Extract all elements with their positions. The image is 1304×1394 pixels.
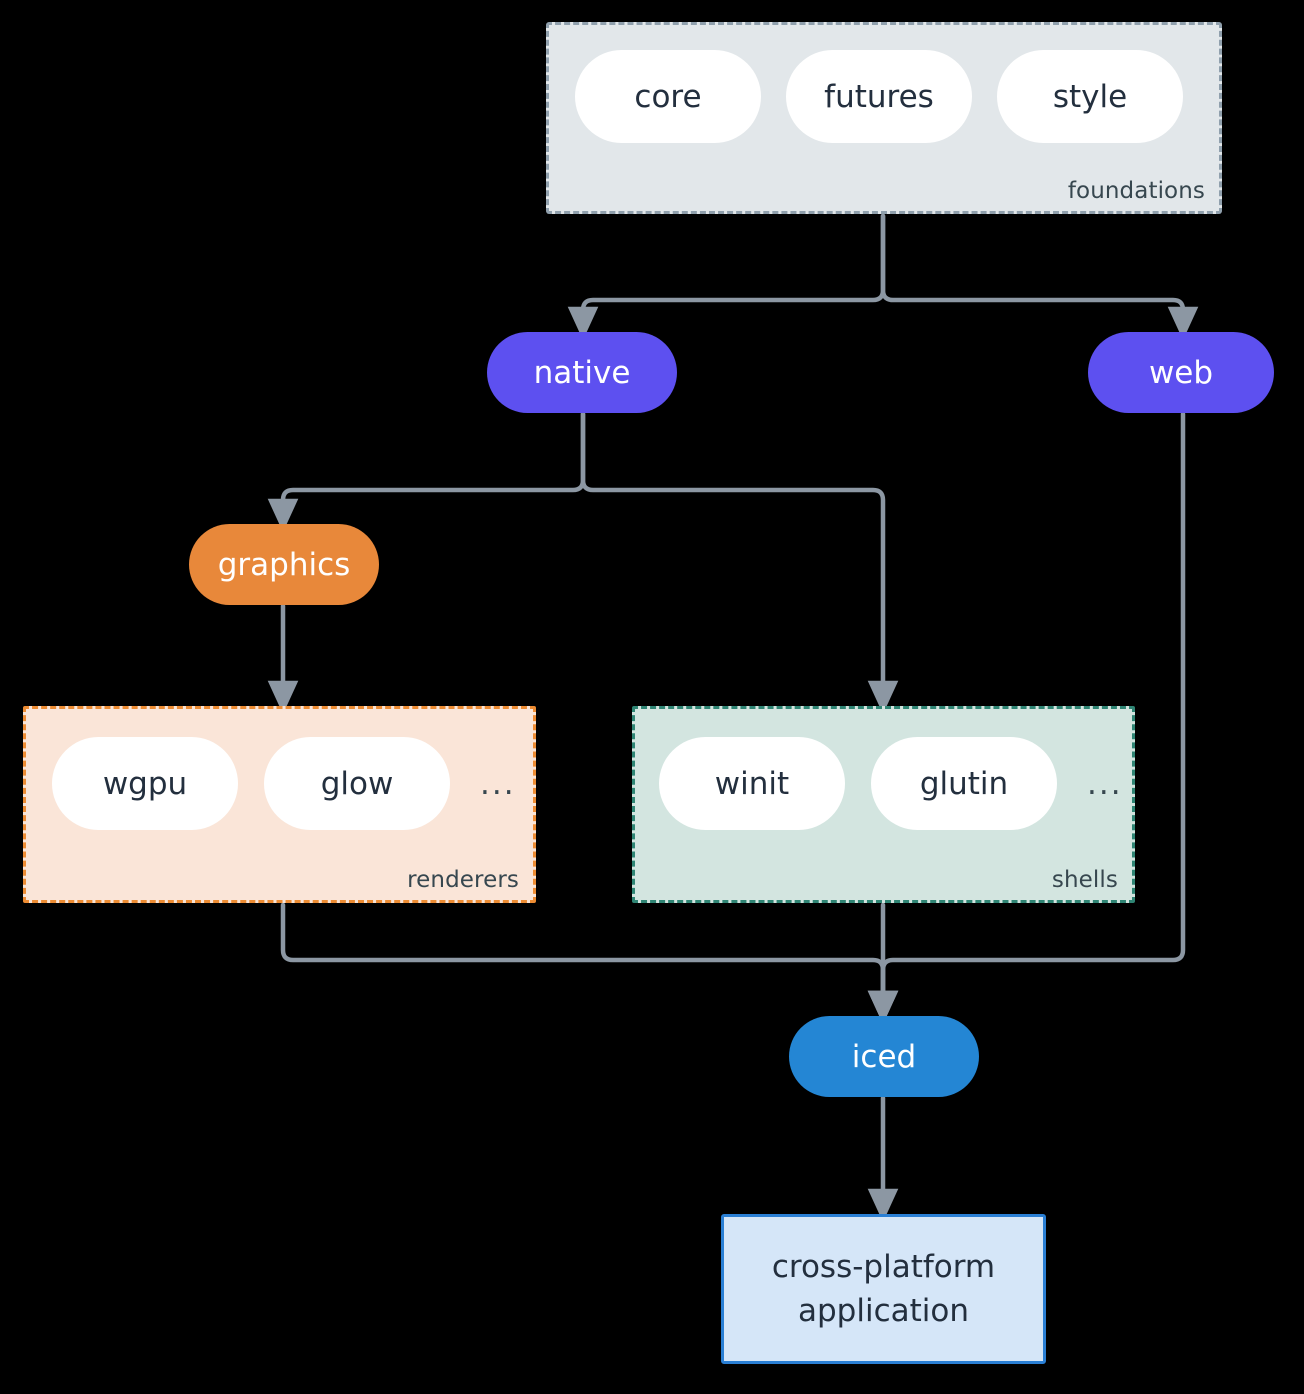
shells-ellipsis: ... — [1087, 765, 1123, 802]
pill-style[interactable]: style — [997, 50, 1183, 143]
group-shells-label: shells — [1051, 867, 1118, 893]
group-shells-items: winit glutin ... — [659, 737, 1127, 830]
edge-renderers-iced — [280, 902, 899, 1025]
node-graphics[interactable]: graphics — [189, 524, 379, 605]
group-foundations: core futures style foundations — [546, 22, 1222, 214]
group-foundations-items: core futures style — [575, 50, 1183, 143]
application-line-1: cross-platform — [771, 1248, 996, 1285]
renderers-ellipsis: ... — [480, 765, 516, 802]
pill-wgpu[interactable]: wgpu — [52, 737, 238, 830]
pill-core[interactable]: core — [575, 50, 761, 143]
group-renderers-label: renderers — [407, 867, 519, 893]
node-iced[interactable]: iced — [789, 1016, 979, 1097]
group-renderers: wgpu glow ... renderers — [23, 706, 536, 903]
group-renderers-items: wgpu glow ... — [52, 737, 520, 830]
pill-winit[interactable]: winit — [659, 737, 845, 830]
edge-native-shells — [580, 411, 899, 715]
pill-glow[interactable]: glow — [264, 737, 450, 830]
application-line-2: application — [798, 1293, 969, 1329]
group-foundations-label: foundations — [1067, 178, 1205, 204]
edge-native-graphics — [267, 411, 586, 533]
group-shells: winit glutin ... shells — [632, 706, 1135, 903]
node-cross-platform-application[interactable]: cross-platform application — [721, 1214, 1046, 1364]
node-web[interactable]: web — [1088, 332, 1274, 413]
pill-glutin[interactable]: glutin — [871, 737, 1057, 830]
edge-foundations-web — [880, 213, 1199, 341]
edge-foundations-native — [567, 213, 886, 341]
node-native[interactable]: native — [487, 332, 677, 413]
pill-futures[interactable]: futures — [786, 50, 972, 143]
